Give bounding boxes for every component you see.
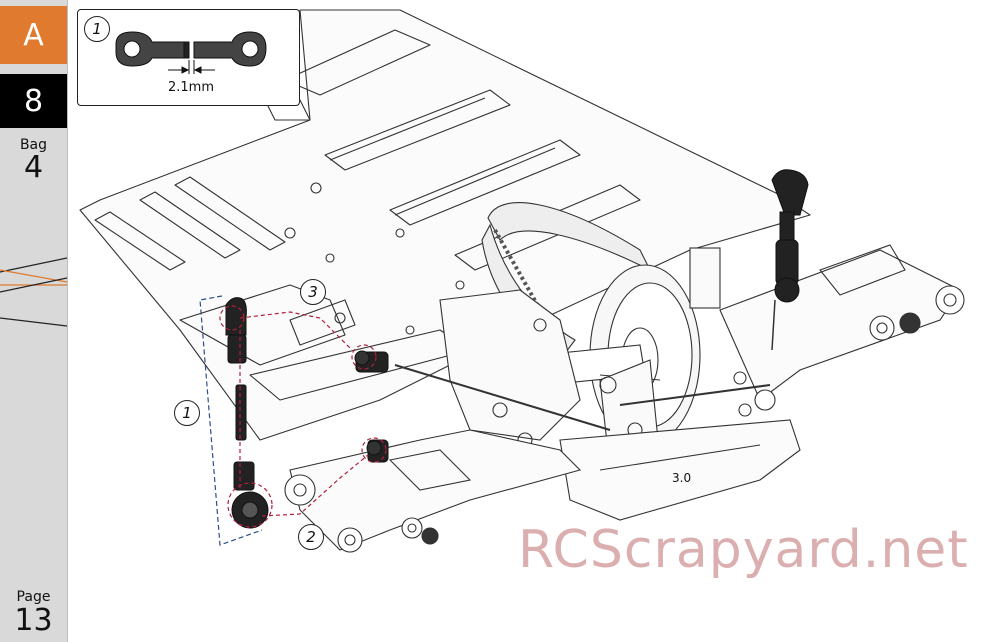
step-marker-3: 3 bbox=[300, 279, 326, 305]
assembly-guide-lines bbox=[219, 305, 387, 528]
assembly-diagram: 3.0 bbox=[79, 9, 965, 553]
sidebar: A 8 Bag 4 Page 13 bbox=[0, 0, 68, 642]
callout-box: 1 2.1mm bbox=[77, 9, 300, 106]
step-number: 8 bbox=[0, 74, 67, 128]
watermark: RCScrapyard.net bbox=[518, 520, 969, 580]
bracket-guide bbox=[199, 295, 263, 546]
page-label: Page bbox=[16, 589, 51, 605]
callout-step-number: 1 bbox=[84, 16, 110, 42]
steering-rod bbox=[394, 364, 771, 431]
ball-end-detail bbox=[115, 31, 267, 74]
page-number: 13 bbox=[14, 603, 53, 638]
step-marker-1: 1 bbox=[174, 400, 200, 426]
gap-dimension-label: 2.1mm bbox=[168, 80, 215, 95]
right-turnbuckle bbox=[771, 169, 809, 351]
sidebar-decoration-lines bbox=[0, 257, 67, 327]
right-suspension-arm bbox=[719, 244, 965, 411]
front-skid: 3.0 bbox=[559, 419, 801, 521]
bag-label: Bag bbox=[19, 137, 48, 153]
chassis-plate bbox=[79, 9, 811, 441]
chassis-label: 3.0 bbox=[672, 471, 691, 485]
step-marker-2: 2 bbox=[298, 524, 324, 550]
step-letter: A bbox=[0, 6, 67, 64]
left-turnbuckle-parts bbox=[225, 297, 389, 529]
bag-number: 4 bbox=[23, 150, 44, 185]
